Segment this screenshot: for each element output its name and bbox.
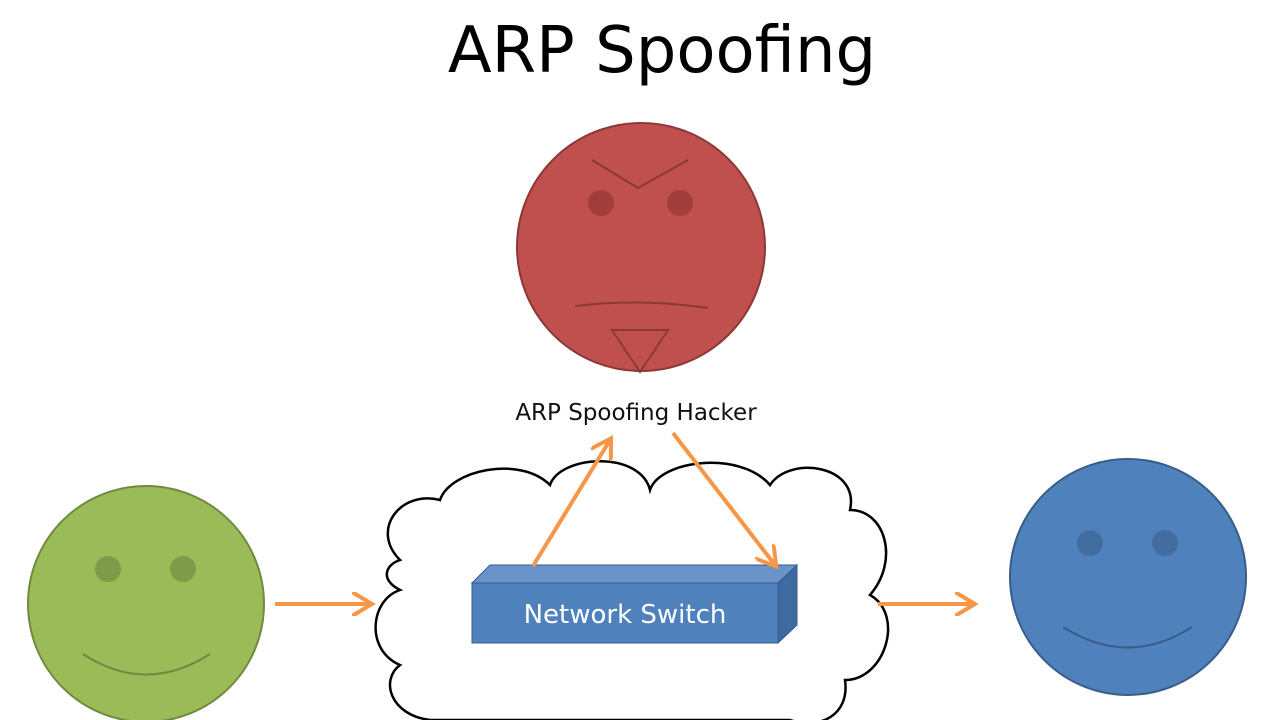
hacker-eye-left [588, 190, 614, 216]
hacker-label: ARP Spoofing Hacker [515, 400, 757, 426]
hacker-eyebrows [591, 159, 689, 190]
hacker-eye-right [667, 190, 693, 216]
arrow-hacker-to-switch [671, 431, 775, 565]
hacker-face [516, 122, 766, 374]
victim-left-face [27, 485, 265, 720]
switch-label: Network Switch [524, 600, 727, 630]
arrow-switch-to-hacker [531, 440, 610, 568]
network-switch: Network Switch [470, 563, 799, 645]
hacker-goatee [610, 329, 670, 374]
diagram-title: ARP Spoofing [448, 14, 876, 88]
victim-right-face [1009, 458, 1247, 696]
hacker-mouth [574, 301, 709, 309]
